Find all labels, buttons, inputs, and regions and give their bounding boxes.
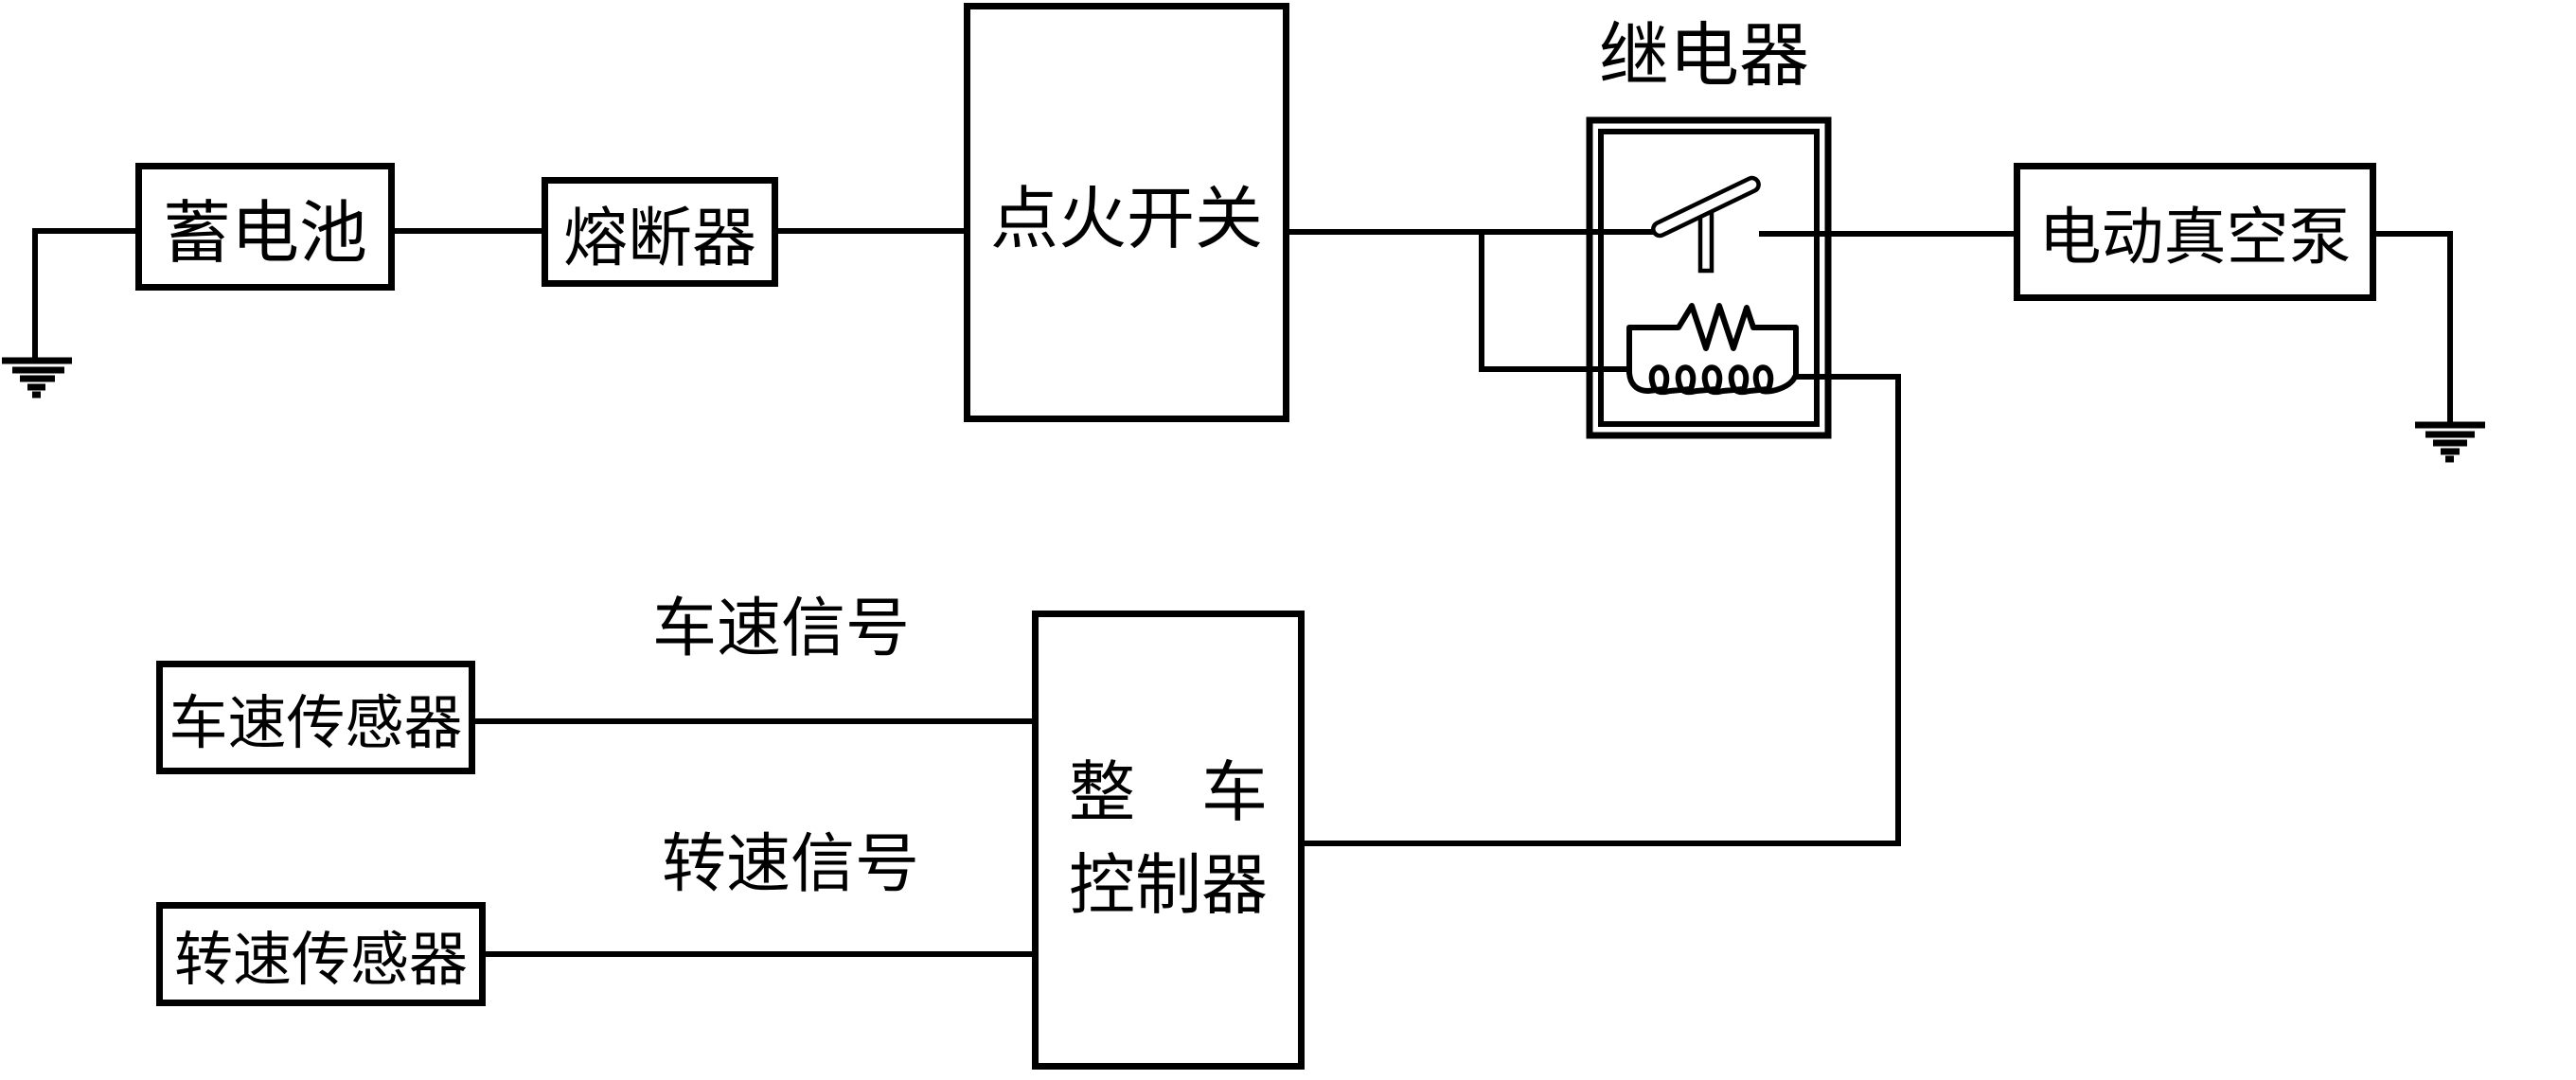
vehicle-controller-box: 整 车 控制器 bbox=[1032, 611, 1305, 1070]
speed-sensor-label: 车速传感器 bbox=[169, 692, 463, 756]
ground-icon bbox=[2, 357, 72, 398]
relay-coil-icon bbox=[1626, 303, 1799, 396]
speed-sensor-box: 车速传感器 bbox=[156, 661, 475, 774]
battery-label: 蓄电池 bbox=[162, 196, 367, 272]
wire bbox=[1305, 374, 1901, 846]
vacuum-pump-box: 电动真空泵 bbox=[2014, 163, 2376, 301]
vehicle-controller-label-line2: 控制器 bbox=[1069, 849, 1268, 923]
fuse-box: 熔断器 bbox=[542, 177, 778, 287]
ground-icon bbox=[2415, 421, 2485, 463]
fuse-label: 熔断器 bbox=[562, 202, 756, 274]
speed-signal-label: 车速信号 bbox=[651, 592, 910, 664]
relay-box bbox=[1586, 116, 1832, 439]
wire bbox=[1479, 232, 1629, 372]
ignition-switch-box: 点火开关 bbox=[964, 3, 1289, 422]
rpm-sensor-box: 转速传感器 bbox=[156, 902, 486, 1006]
ignition-switch-label: 点火开关 bbox=[989, 182, 1263, 257]
vehicle-controller-label-line1: 整 车 bbox=[1069, 756, 1268, 830]
rpm-sensor-label: 转速传感器 bbox=[173, 929, 468, 993]
wire bbox=[2376, 231, 2453, 423]
vacuum-pump-label: 电动真空泵 bbox=[2038, 204, 2352, 273]
battery-box: 蓄电池 bbox=[135, 163, 395, 291]
wire bbox=[32, 228, 135, 360]
relay-title: 继电器 bbox=[1599, 17, 1809, 96]
relay-switch-icon bbox=[1651, 175, 1761, 274]
rpm-signal-label: 转速信号 bbox=[661, 827, 919, 900]
